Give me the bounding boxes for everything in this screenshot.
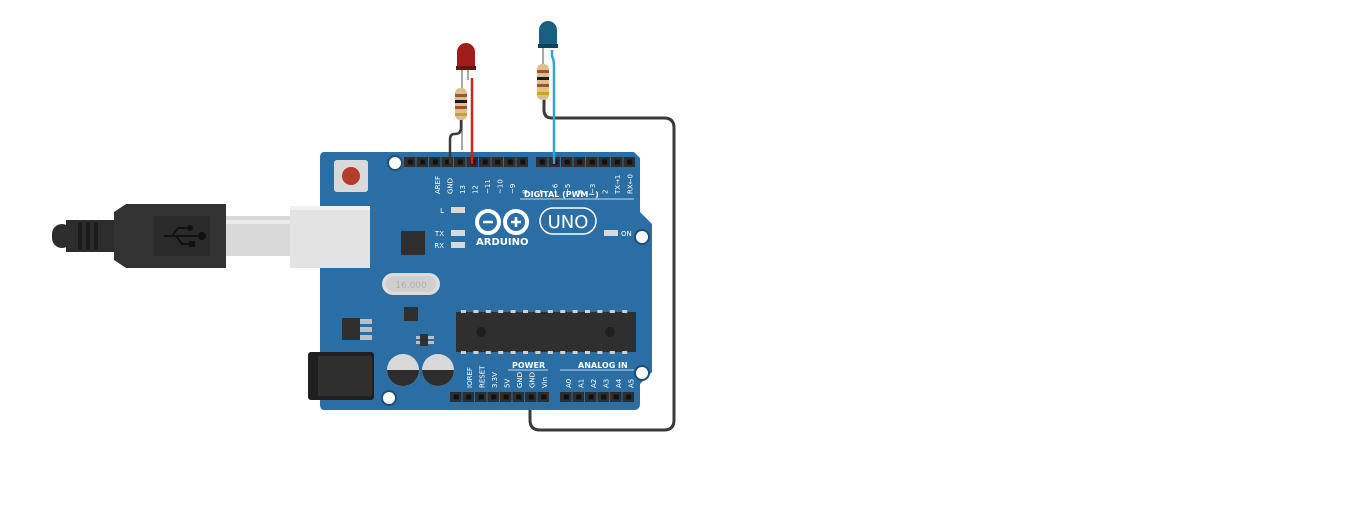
mount-hole	[387, 155, 403, 171]
analog-header	[560, 392, 634, 402]
mount-hole	[634, 365, 650, 381]
pin-label: 3.3V	[491, 372, 499, 388]
mount-hole	[381, 390, 397, 406]
pin-label: A4	[615, 378, 623, 388]
arduino-uno-board[interactable]: 16.000 L TX RX ON ARDUINO UNO	[290, 152, 652, 410]
led-l-label: L	[440, 207, 444, 215]
reset-button[interactable]	[334, 160, 368, 192]
blue-led-circuit[interactable]	[537, 21, 558, 164]
capacitor	[387, 354, 419, 386]
pin-label: A2	[590, 379, 598, 388]
pin-label: A3	[603, 379, 611, 388]
power-jack[interactable]	[308, 352, 374, 400]
pin-label: Vin	[541, 377, 549, 388]
led-l-indicator	[451, 207, 465, 213]
red-led-ground-wire[interactable]	[448, 120, 463, 164]
pin-label: GND	[529, 372, 537, 388]
pin-label: RESET	[479, 365, 487, 388]
ground-wire[interactable]	[528, 98, 676, 432]
pin-label: 2	[602, 190, 610, 194]
digital-header-label: DIGITAL (PWM~)	[524, 190, 599, 199]
power-header-label: POWER	[512, 361, 545, 370]
brand-label: ARDUINO	[476, 237, 528, 248]
usb-chip	[401, 231, 425, 255]
led-tx-indicator	[451, 230, 465, 236]
pin-label: ~11	[484, 179, 492, 194]
resistor[interactable]	[537, 64, 549, 100]
pin-label: ~10	[497, 179, 505, 194]
mount-hole	[634, 229, 650, 245]
pin-label: ~6	[552, 183, 560, 194]
small-transistor	[416, 334, 434, 346]
red-led-circuit[interactable]	[448, 43, 476, 164]
pin-label: ~9	[509, 184, 517, 194]
on-label: ON	[621, 230, 632, 238]
led-tx-label: TX	[434, 230, 444, 238]
svg-text:UNO: UNO	[548, 212, 589, 233]
pin-label: AREF	[434, 176, 442, 194]
led-on-indicator	[604, 230, 618, 236]
pin-label: ~3	[589, 184, 597, 194]
small-chip	[404, 307, 418, 321]
atmega-chip	[456, 310, 636, 354]
led-rx-indicator	[451, 242, 465, 248]
blue-wire[interactable]	[550, 50, 556, 164]
blue-led[interactable]	[538, 21, 558, 48]
arduino-logo	[475, 209, 529, 235]
pin-label: 7	[539, 190, 547, 194]
pin-label: A5	[628, 379, 636, 388]
digital-header	[404, 157, 635, 167]
pin-label: A1	[578, 379, 586, 388]
pin-label: 13	[459, 185, 467, 194]
power-header	[450, 392, 549, 402]
pin-label: GND	[447, 178, 455, 194]
usb-port[interactable]	[290, 206, 370, 268]
pin-label: TX→1	[614, 175, 622, 195]
crystal-label: 16.000	[395, 281, 427, 291]
pin-label: IOREF	[466, 367, 474, 388]
analog-header-label: ANALOG IN	[578, 361, 628, 370]
crystal-oscillator: 16.000	[382, 273, 440, 295]
voltage-regulator	[342, 318, 372, 340]
pin-label: A0	[565, 379, 573, 388]
capacitor	[422, 354, 454, 386]
pin-label: GND	[516, 372, 524, 388]
pin-label: 12	[472, 185, 480, 194]
pin-label: 4	[577, 189, 585, 194]
usb-icon	[164, 225, 206, 247]
pin-label: RX←0	[627, 174, 635, 194]
resistor[interactable]	[455, 88, 467, 120]
pin-label: ~5	[564, 184, 572, 194]
usb-cable[interactable]	[52, 204, 290, 268]
led-rx-label: RX	[434, 242, 444, 250]
red-led[interactable]	[456, 43, 476, 70]
pin-label: 5V	[504, 379, 512, 388]
pin-label: 8	[522, 190, 530, 194]
uno-badge: UNO	[539, 207, 597, 235]
